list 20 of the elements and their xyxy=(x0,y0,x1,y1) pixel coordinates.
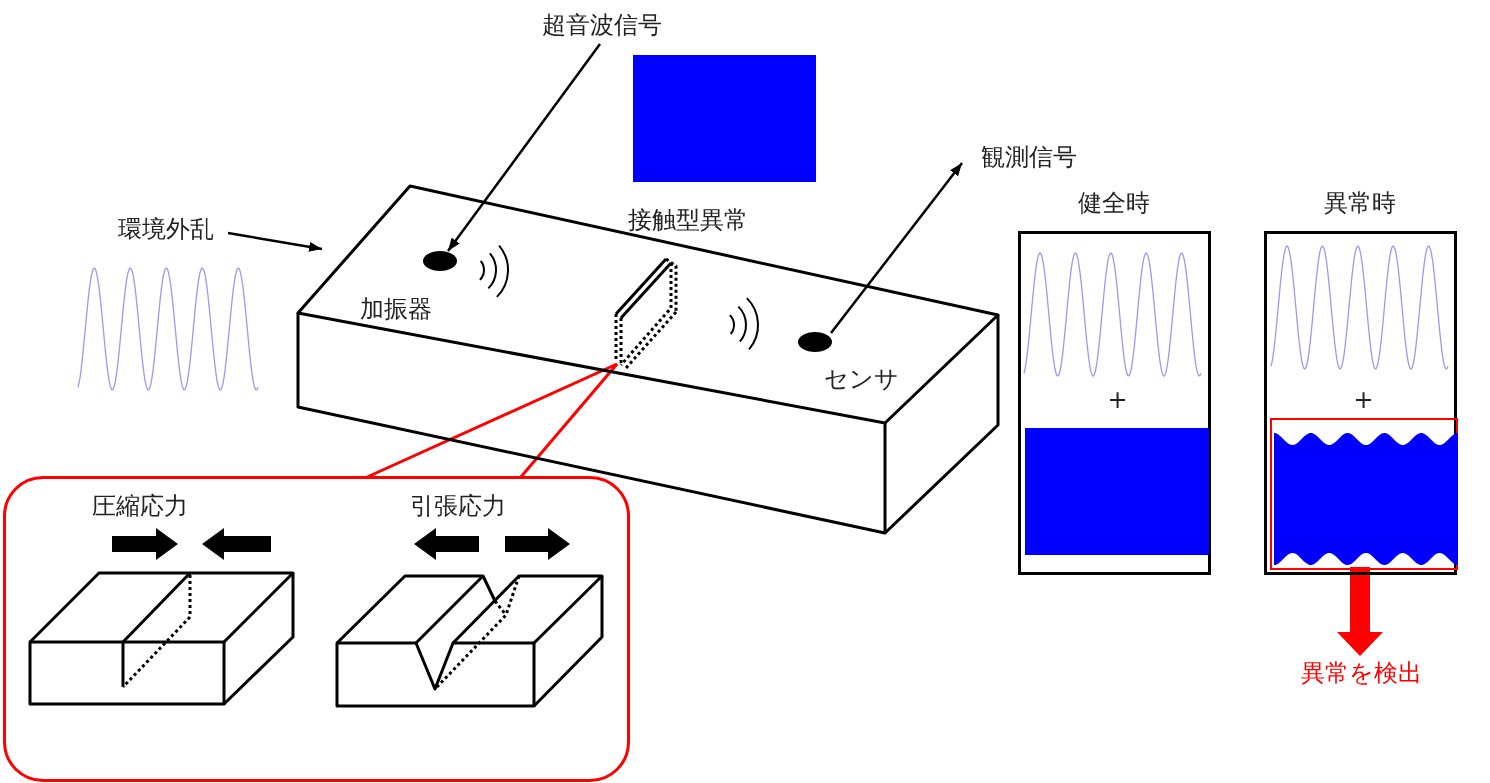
plus-sign: + xyxy=(1106,385,1129,416)
arrow xyxy=(227,231,323,252)
callout-panel xyxy=(3,476,630,782)
arrow xyxy=(447,43,601,252)
part-label: 接触型異常 xyxy=(628,205,748,236)
arrow xyxy=(1337,567,1383,656)
disturbance-label: 環境外乱 xyxy=(103,212,228,248)
panel-heading: 健全時 xyxy=(1077,188,1151,219)
stress-heading: 圧縮応力 xyxy=(91,491,189,522)
arrow xyxy=(830,162,963,334)
stress-heading: 引張応力 xyxy=(409,491,507,522)
signal-label: 超音波信号 xyxy=(528,8,676,44)
signal-block xyxy=(1025,428,1209,555)
panel-heading: 異常時 xyxy=(1323,188,1397,219)
plus-sign: + xyxy=(1352,385,1375,416)
part-label: 加振器 xyxy=(360,294,432,325)
result-label: 異常を検出 xyxy=(1286,656,1436,692)
signal-label: 観測信号 xyxy=(956,140,1101,174)
signal-block xyxy=(633,55,816,182)
part-label: センサ xyxy=(824,364,899,395)
